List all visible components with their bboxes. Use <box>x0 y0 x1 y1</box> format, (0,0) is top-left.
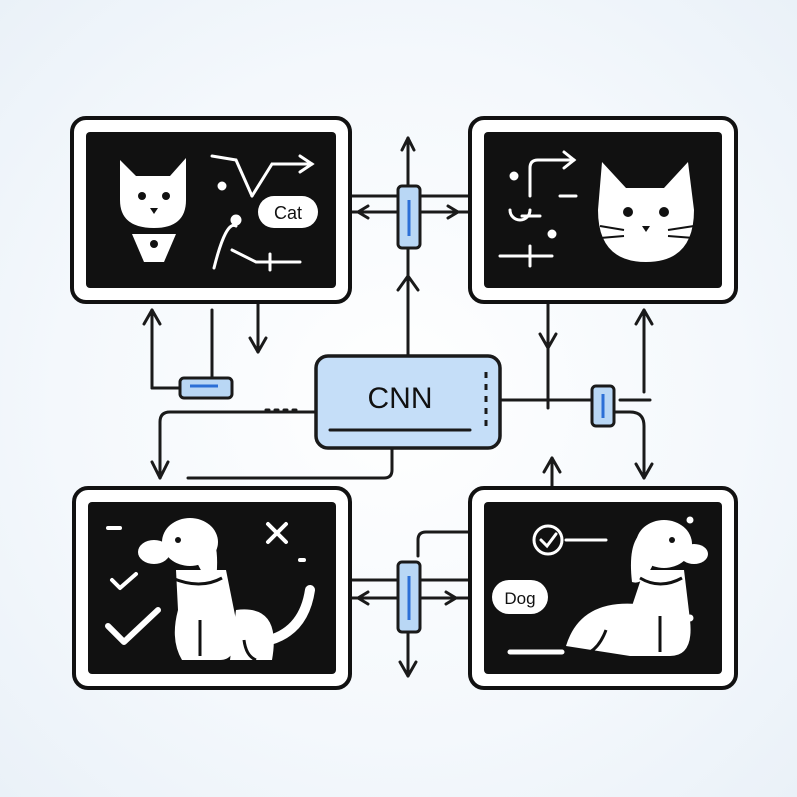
arrow-icon <box>210 154 315 272</box>
connector-lines <box>142 136 654 678</box>
cross-icon <box>266 522 288 544</box>
bottom-right-arrow <box>444 590 458 606</box>
top-right-arrow <box>446 204 460 220</box>
left-up-arrow <box>142 308 162 326</box>
bottom-top-link-line <box>416 530 474 558</box>
check-icon <box>105 607 161 645</box>
panel-cat-left: Cat <box>70 116 352 304</box>
cat-icon <box>598 162 695 262</box>
to-dog-right-line <box>608 410 646 480</box>
cat-label-pill <box>258 196 318 228</box>
panel-cat-right <box>468 116 738 304</box>
dog-icon <box>138 518 315 662</box>
check-icon <box>110 572 138 590</box>
right-up-arrow <box>634 308 654 326</box>
panel-dog-left <box>72 486 352 690</box>
top-arrow-up <box>400 136 416 152</box>
arrow-icon <box>498 150 578 268</box>
cnn-box: CNN <box>314 354 502 450</box>
check-circle-icon <box>532 524 564 556</box>
connector-plug-icon <box>178 376 234 400</box>
dog-left-down-arrow <box>150 460 170 480</box>
cat-label: Cat <box>274 203 302 223</box>
left-down-arrow <box>248 336 268 354</box>
dog-right-down-arrow <box>634 462 654 480</box>
right-down-arrow <box>538 332 558 350</box>
top-left-arrow <box>356 204 370 220</box>
lower-right-up-arrow <box>542 456 562 474</box>
bottom-down-arrow <box>398 660 418 678</box>
cat-icon <box>120 158 186 262</box>
cnn-bottom-line <box>186 446 394 480</box>
cnn-label: CNN <box>368 382 433 415</box>
dog-label: Dog <box>504 589 535 608</box>
bottom-left-arrow <box>356 590 370 606</box>
dog-icon <box>566 520 708 656</box>
dog-label-pill <box>492 580 548 614</box>
check-icon <box>539 532 558 549</box>
connector-plugs <box>178 184 616 634</box>
cnn-to-dog-left-line <box>158 410 318 480</box>
mid-arrow-up <box>396 274 420 292</box>
panel-dog-right: Dog <box>468 486 738 690</box>
